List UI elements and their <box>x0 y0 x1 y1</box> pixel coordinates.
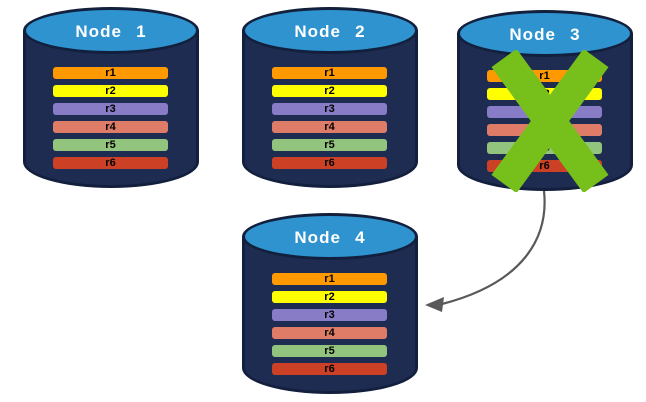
replica-row-r5: r5 <box>272 139 387 151</box>
replica-row-r3: r3 <box>272 309 387 321</box>
failure-x-icon <box>491 50 609 192</box>
replica-row-r6: r6 <box>272 157 387 169</box>
replica-row-r6: r6 <box>53 157 168 169</box>
replica-row-label: r5 <box>324 345 335 357</box>
replica-rows: r1 r2 r3 r4 r5 r6 <box>53 67 168 175</box>
replica-row-label: r3 <box>324 309 335 321</box>
replica-row-label: r1 <box>105 67 116 79</box>
replica-row-label: r3 <box>324 103 335 115</box>
replica-row-r1: r1 <box>272 273 387 285</box>
replica-row-r1: r1 <box>53 67 168 79</box>
replica-rows: r1 r2 r3 r4 r5 r6 <box>272 67 387 175</box>
replica-row-r3: r3 <box>53 103 168 115</box>
node-title: Node 4 <box>294 228 366 247</box>
replica-row-label: r5 <box>324 139 335 151</box>
cylinder-top: Node 3 <box>457 10 633 57</box>
cylinder-top: Node 1 <box>23 7 199 54</box>
replica-row-label: r2 <box>324 85 335 97</box>
arrow-curve <box>441 190 546 306</box>
cylinder-top: Node 2 <box>242 7 418 54</box>
replica-row-r3: r3 <box>272 103 387 115</box>
replica-row-label: r2 <box>105 85 116 97</box>
replica-row-r4: r4 <box>53 121 168 133</box>
replica-row-r5: r5 <box>272 345 387 357</box>
replica-row-r6: r6 <box>272 363 387 375</box>
replica-row-label: r5 <box>105 139 116 151</box>
replica-row-label: r6 <box>324 363 335 375</box>
replica-row-r2: r2 <box>272 291 387 303</box>
replica-row-label: r3 <box>105 103 116 115</box>
replica-row-r2: r2 <box>272 85 387 97</box>
replica-row-label: r2 <box>324 291 335 303</box>
node-2-cylinder: Node 2 r1 r2 r3 r4 r5 r6 <box>242 7 418 188</box>
arrow-head <box>425 297 444 312</box>
replica-row-label: r1 <box>324 273 335 285</box>
node-title: Node 2 <box>294 22 366 41</box>
replica-row-r2: r2 <box>53 85 168 97</box>
replica-row-label: r6 <box>539 160 550 172</box>
replica-row-label: r4 <box>324 121 335 133</box>
x-stroke <box>491 50 609 192</box>
replica-row-label: r4 <box>324 327 335 339</box>
replica-row-label: r6 <box>324 157 335 169</box>
replica-row-label: r1 <box>539 70 550 82</box>
cylinder-top: Node 4 <box>242 213 418 260</box>
replica-rows: r1 r2 r3 r4 r5 r6 <box>272 273 387 381</box>
replica-row-r5: r5 <box>53 139 168 151</box>
replica-row-label: r4 <box>105 121 116 133</box>
replica-row-label: r6 <box>105 157 116 169</box>
node-1-cylinder: Node 1 r1 r2 r3 r4 r5 r6 <box>23 7 199 188</box>
node-title: Node 1 <box>75 22 147 41</box>
replica-row-label: r1 <box>324 67 335 79</box>
replica-row-r4: r4 <box>272 327 387 339</box>
node-title: Node 3 <box>509 25 581 44</box>
node-4-cylinder: Node 4 r1 r2 r3 r4 r5 r6 <box>242 213 418 394</box>
replica-row-r4: r4 <box>272 121 387 133</box>
replica-row-r1: r1 <box>272 67 387 79</box>
